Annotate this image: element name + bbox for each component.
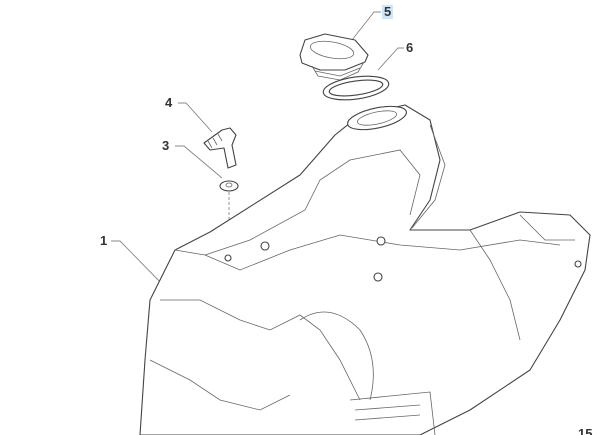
callout-5[interactable]: 5: [382, 4, 394, 19]
leader-1: [111, 240, 169, 291]
grommet: [219, 180, 239, 192]
callout-6[interactable]: 6: [406, 40, 414, 55]
callout-4[interactable]: 4: [165, 95, 173, 110]
fuel-tank: [139, 104, 591, 435]
callout-15[interactable]: 15: [578, 426, 593, 435]
callout-3[interactable]: 3: [162, 138, 170, 153]
leader-6: [377, 47, 404, 71]
leader-4: [178, 102, 213, 133]
leader-lines: [111, 11, 404, 291]
leader-5: [351, 11, 381, 41]
filler-cap: [299, 33, 369, 81]
o-ring: [322, 75, 390, 101]
leader-3: [175, 145, 223, 179]
hose-fitting: [203, 127, 237, 169]
callout-1[interactable]: 1: [100, 233, 108, 248]
